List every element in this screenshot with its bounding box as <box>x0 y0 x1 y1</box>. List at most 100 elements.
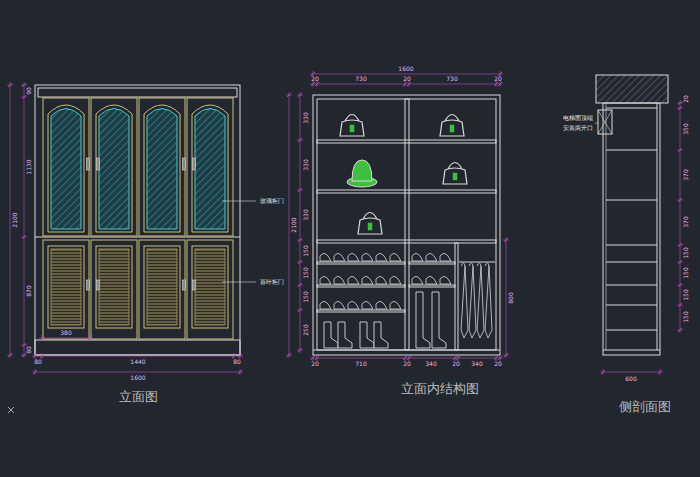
shoe <box>390 277 401 285</box>
dimension-tick <box>678 106 682 110</box>
dimension-line <box>32 372 243 373</box>
dimension-text: 20 <box>403 361 411 367</box>
door-handle <box>97 158 100 170</box>
annotation-text: 玻璃柜门 <box>260 198 284 204</box>
dimension-text: 150 <box>683 267 689 278</box>
dimension-line <box>600 372 663 373</box>
glass-door <box>43 98 89 236</box>
door-handle <box>183 280 186 290</box>
dimension-text: 80 <box>26 346 32 354</box>
umbrella <box>469 266 476 338</box>
dimension-tick <box>33 370 37 374</box>
shoe-shelf <box>409 285 455 287</box>
glass-frame <box>192 105 228 232</box>
dimension-line <box>506 237 507 358</box>
dimension-tick <box>298 348 302 352</box>
dimension-text: 710 <box>355 361 366 367</box>
shoe <box>348 277 359 285</box>
door-divider <box>35 237 240 238</box>
dimension-text: 150 <box>683 311 689 322</box>
handbag <box>443 168 467 184</box>
dimension-tick <box>658 370 662 374</box>
dimension-tick <box>22 235 26 239</box>
louver-panel <box>147 249 177 325</box>
shoe <box>362 277 373 285</box>
glass-frame <box>96 105 132 232</box>
dimension-tick <box>498 82 502 86</box>
glass-frame <box>48 105 84 232</box>
boot <box>416 292 430 348</box>
view-caption: 侧剖面图 <box>619 400 671 413</box>
dimension-tick <box>298 260 302 264</box>
close-icon <box>8 407 14 413</box>
shoe-shelf <box>317 310 405 312</box>
dimension-tick <box>22 95 26 99</box>
dimension-tick <box>8 83 12 87</box>
shoe <box>426 277 437 285</box>
dimension-text: 340 <box>425 361 436 367</box>
shoe <box>376 254 387 262</box>
annotation-text: 电梯面顶端 <box>563 115 593 121</box>
close-icon <box>8 407 14 413</box>
dimension-text: 330 <box>303 209 309 220</box>
dimension-text: 20 <box>311 76 319 82</box>
door-handle <box>97 280 100 290</box>
door-handle <box>193 158 196 170</box>
dimension-tick <box>678 260 682 264</box>
dimension-tick <box>678 243 682 247</box>
dimension-text: 80 <box>233 359 241 365</box>
opening-cross <box>598 110 612 134</box>
dimension-line <box>310 358 503 359</box>
dimension-text: 600 <box>625 376 636 382</box>
dimension-tick <box>403 82 407 86</box>
louver-frame <box>96 246 132 328</box>
dimension-tick <box>403 356 407 360</box>
dimension-tick <box>315 82 319 86</box>
cabinet-outline <box>35 85 240 355</box>
shoe <box>362 302 373 310</box>
dimension-tick <box>494 356 498 360</box>
dimension-line <box>24 82 25 358</box>
dimension-text: 150 <box>303 267 309 278</box>
bag-tag <box>368 223 372 230</box>
louver-panel <box>51 249 81 325</box>
dimension-line <box>39 338 93 339</box>
shelf-section <box>606 108 657 109</box>
shoe <box>348 254 359 262</box>
dimension-tick <box>678 148 682 152</box>
shoe <box>440 277 451 285</box>
dimension-tick <box>298 93 302 97</box>
side-panel <box>603 103 660 355</box>
dimension-text: 730 <box>355 76 366 82</box>
shelf <box>317 240 496 243</box>
shoe <box>376 302 387 310</box>
dimension-text: 20 <box>452 361 460 367</box>
dimension-tick <box>311 356 315 360</box>
shoe <box>320 277 331 285</box>
dimension-text: 1600 <box>130 375 145 381</box>
dimension-text: 340 <box>471 361 482 367</box>
dimension-text: 370 <box>683 216 689 227</box>
dimension-tick <box>498 356 502 360</box>
dimension-tick <box>678 283 682 287</box>
dimension-tick <box>8 353 12 357</box>
shelf-section <box>606 330 657 331</box>
dimension-tick <box>311 82 315 86</box>
dimension-tick <box>407 82 411 86</box>
louver-door <box>43 240 89 339</box>
dimension-text: 350 <box>683 123 689 134</box>
dimension-tick <box>287 93 291 97</box>
shoe <box>426 254 437 262</box>
shelf <box>317 140 496 143</box>
opening-cross <box>598 110 612 134</box>
dimension-line <box>10 82 11 358</box>
louver-door <box>91 240 137 339</box>
dimension-text: 2100 <box>12 212 18 227</box>
louver-panel <box>99 249 129 325</box>
dimension-tick <box>40 336 44 340</box>
dimension-text: 800 <box>508 292 514 303</box>
louver-frame <box>192 246 228 328</box>
annotation-text: 百叶柜门 <box>260 279 284 285</box>
